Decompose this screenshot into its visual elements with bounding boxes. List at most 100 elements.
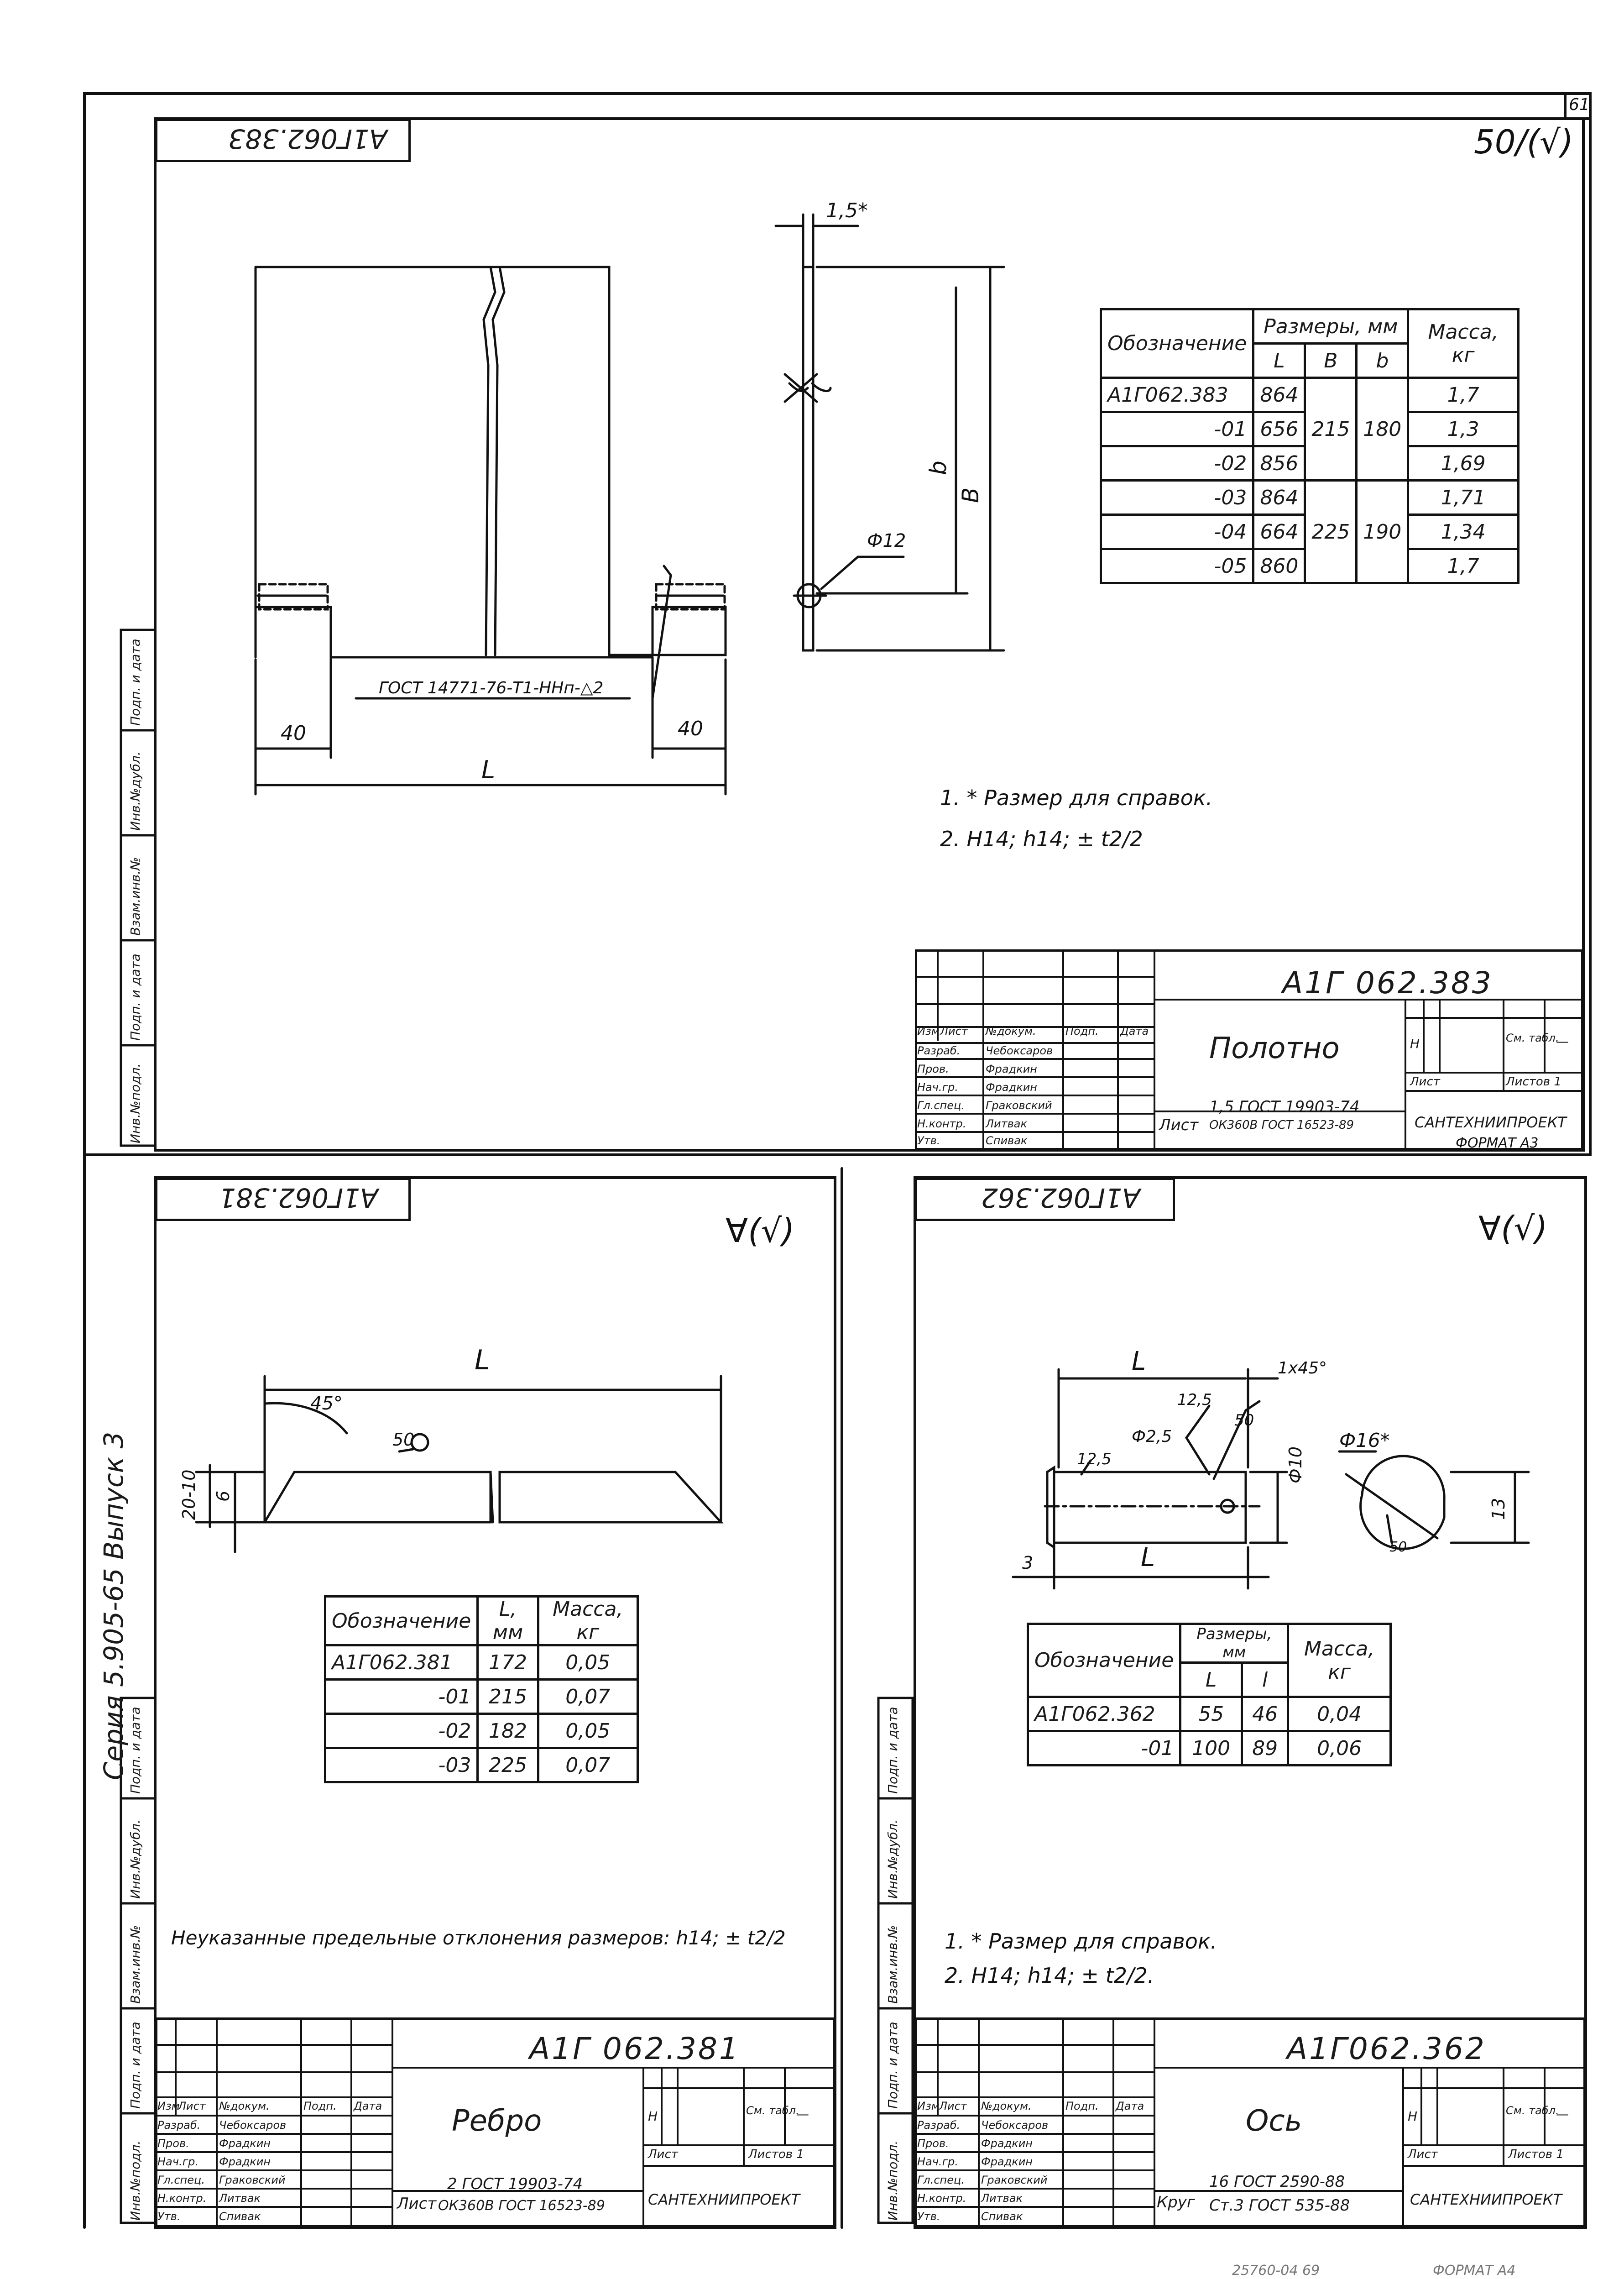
role-name: Литвак xyxy=(986,1117,1027,1130)
sheets-cell: Листов 1 xyxy=(1508,2148,1564,2161)
col-header: Дата xyxy=(1120,1025,1149,1037)
side-label: Взам.инв.№ xyxy=(885,1925,900,2004)
role: Разраб. xyxy=(917,2119,961,2132)
dim-label: b xyxy=(924,461,951,475)
dim-label: 13 xyxy=(1488,1498,1509,1520)
mass-cell: См. табл. xyxy=(746,2104,799,2117)
cell: 856 xyxy=(1252,445,1306,482)
cell: 0,05 xyxy=(537,1644,639,1681)
role: Пров. xyxy=(917,2137,949,2150)
cell: -02 xyxy=(324,1713,479,1749)
cell: 864 xyxy=(1252,377,1306,413)
part-rib-drawing xyxy=(195,1375,724,1553)
col-mass: Масса, кг xyxy=(1407,308,1520,379)
lit: Н xyxy=(1408,2109,1418,2124)
cell: 0,04 xyxy=(1287,1696,1392,1732)
dim-label: 45° xyxy=(310,1393,343,1414)
table-row: -01 100 89 0,06 xyxy=(1026,1730,1392,1766)
sheets-cell: Листов 1 xyxy=(748,2148,804,2161)
cell: 1,3 xyxy=(1407,411,1520,447)
cell: 860 xyxy=(1252,548,1306,584)
sheet-cell: Лист xyxy=(1410,1075,1440,1089)
side-label: Взам.инв.№ xyxy=(128,1925,143,2004)
col-designation: Обозначение xyxy=(1026,1623,1182,1698)
col-sizes: Размеры, мм xyxy=(1252,308,1410,345)
cell: 190 xyxy=(1355,479,1410,584)
dim-label: Ф10 xyxy=(1285,1446,1305,1483)
organization: САНТЕХНИИПРОЕКТ xyxy=(1410,2191,1562,2208)
col-l: l xyxy=(1240,1661,1290,1698)
cell: 55 xyxy=(1179,1696,1243,1732)
side-label: Инв.№подл. xyxy=(128,1063,143,1143)
table-row: -01 215 0,07 xyxy=(324,1678,639,1715)
dim-label: 1х45° xyxy=(1278,1359,1327,1378)
side-label: Подп. и дата xyxy=(885,1707,900,1794)
scale-cell: — xyxy=(1556,1034,1569,1049)
material-bottom: ОК360В ГОСТ 16523-89 xyxy=(438,2198,605,2214)
material-prefix: Лист xyxy=(1159,1116,1199,1134)
material-prefix: Круг xyxy=(1157,2193,1195,2211)
side-label: Инв.№дубл. xyxy=(128,751,143,831)
roughness-symbol: ∀(√) xyxy=(726,1211,795,1250)
stamp-box xyxy=(155,119,411,162)
role: Гл.спец. xyxy=(917,1099,965,1112)
side-label: Подп. и дата xyxy=(128,2022,143,2109)
roughness-symbol: ∀(√) xyxy=(1478,1209,1548,1247)
dim-label: 3 xyxy=(1022,1553,1034,1573)
cell: -03 xyxy=(324,1747,479,1783)
cell: 225 xyxy=(476,1747,539,1783)
side-label: Подп. и дата xyxy=(128,639,143,726)
sheet-frames xyxy=(83,92,1592,2229)
footer-format: ФОРМАТ А4 xyxy=(1433,2263,1516,2279)
table-row: А1Г062.362 55 46 0,04 xyxy=(1026,1696,1392,1732)
dim-label: L xyxy=(1141,1543,1155,1572)
role: Утв. xyxy=(917,1134,940,1147)
role-name: Граковский xyxy=(981,2174,1048,2186)
role-name: Спивак xyxy=(219,2210,261,2223)
dim-label: 40 xyxy=(281,722,306,745)
dim-label: В xyxy=(957,487,984,503)
col-header: Лист xyxy=(178,2100,206,2112)
col-L: L, мм xyxy=(476,1595,539,1646)
cell: -01 xyxy=(1026,1730,1182,1766)
dim-label: 20-10 xyxy=(179,1469,199,1520)
role-name: Литвак xyxy=(981,2192,1023,2205)
cell: 1,71 xyxy=(1407,479,1520,516)
title-block-frame xyxy=(915,949,1583,1150)
cell: 89 xyxy=(1240,1730,1290,1766)
footer-text: 25760-04 69 xyxy=(1232,2263,1320,2279)
role-name: Спивак xyxy=(981,2210,1023,2223)
material-bottom: ОК360В ГОСТ 16523-89 xyxy=(1209,1118,1354,1132)
table-row: -05 860 1,7 xyxy=(1099,548,1520,584)
cell: 215 xyxy=(1304,377,1358,482)
drawing-code: А1Г 062.381 xyxy=(529,2031,740,2066)
table-row: -02 182 0,05 xyxy=(324,1713,639,1749)
cell: 0,07 xyxy=(537,1678,639,1715)
weld-note: ГОСТ 14771-76-Т1-ННп-△2 xyxy=(379,679,604,697)
table-row: А1Г062.383 864 215 180 1,7 xyxy=(1099,377,1520,482)
dim-label: 50 xyxy=(1389,1539,1407,1555)
cell: 1,7 xyxy=(1407,377,1520,413)
note-line: Неуказанные предельные отклонения размер… xyxy=(171,1927,786,1949)
side-label: Инв.№подл. xyxy=(885,2140,900,2221)
col-header: Подп. xyxy=(303,2100,337,2112)
role-name: Чебоксаров xyxy=(219,2119,287,2132)
cell: -01 xyxy=(1099,411,1255,447)
material-top: 16 ГОСТ 2590-88 xyxy=(1209,2173,1345,2191)
col-header: №докум. xyxy=(981,2100,1032,2112)
col-designation: Обозначение xyxy=(1099,308,1255,379)
cell: 1,34 xyxy=(1407,513,1520,550)
dim-label: 12,5 xyxy=(1177,1391,1212,1409)
side-label: Инв.№подл. xyxy=(128,2140,143,2221)
col-header: Изм xyxy=(917,2100,940,2112)
dim-label: L xyxy=(1132,1346,1146,1376)
col-header: Изм xyxy=(157,2100,180,2112)
dim-label: 50 xyxy=(392,1430,415,1450)
dim-label: L xyxy=(481,755,496,784)
role: Гл.спец. xyxy=(917,2174,965,2186)
col-b: b xyxy=(1355,342,1410,379)
col-B: В xyxy=(1304,342,1358,379)
col-mass: Масса, кг xyxy=(1287,1623,1392,1698)
lit: Н xyxy=(1410,1036,1420,1051)
